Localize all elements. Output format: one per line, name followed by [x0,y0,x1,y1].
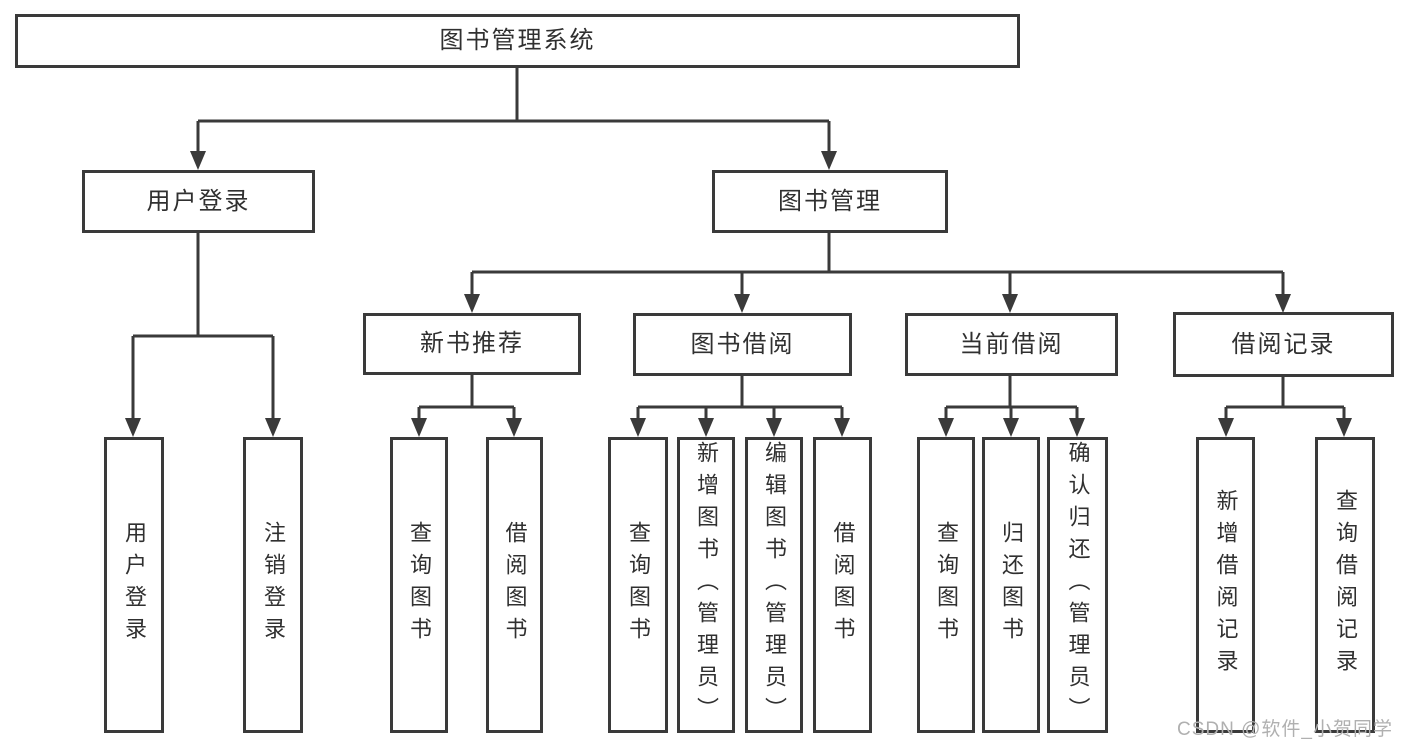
node-book-management: 图书管理 [712,170,948,233]
leaf-bb-borrow-books: 借阅图书 [813,437,872,733]
leaf-nbr-query-books: 查询图书 [390,437,448,733]
node-user-login: 用户登录 [82,170,315,233]
leaf-cb-return-books-label: 归还图书 [999,521,1024,649]
node-new-book-recommend: 新书推荐 [363,313,581,375]
leaf-cb-query-books: 查询图书 [917,437,975,733]
connector-user-login-children [125,233,281,437]
connector-book-borrow-children [630,375,850,437]
leaf-cb-return-books: 归还图书 [982,437,1040,733]
leaf-br-query-record: 查询借阅记录 [1315,437,1375,733]
leaf-br-add-record: 新增借阅记录 [1196,437,1255,733]
leaf-logout-label: 注销登录 [261,521,286,649]
leaf-bb-add-books-admin: 新增图书（管理员） [677,437,735,733]
leaf-user-login: 用户登录 [104,437,164,733]
connector-new-book-rec-children [411,375,522,437]
node-current-borrowing: 当前借阅 [905,313,1118,376]
leaf-cb-confirm-return-admin-label: 确认归还（管理员） [1065,441,1091,729]
leaf-br-add-record-label: 新增借阅记录 [1213,489,1239,681]
leaf-cb-query-books-label: 查询图书 [934,521,959,649]
connector-current-borrow-children [938,375,1085,437]
node-borrow-records: 借阅记录 [1173,312,1394,377]
connector-book-mgmt-children [464,233,1291,313]
leaf-bb-edit-books-admin-label: 编辑图书（管理员） [762,441,787,729]
leaf-bb-edit-books-admin: 编辑图书（管理员） [745,437,803,733]
leaf-bb-borrow-books-label: 借阅图书 [830,521,856,649]
leaf-bb-query-books: 查询图书 [608,437,668,733]
leaf-nbr-query-books-label: 查询图书 [407,521,432,649]
leaf-nbr-borrow-books: 借阅图书 [486,437,543,733]
leaf-nbr-borrow-books-label: 借阅图书 [502,521,528,649]
leaf-bb-query-books-label: 查询图书 [626,521,651,649]
connector-borrow-record-children [1218,375,1352,437]
leaf-user-login-label: 用户登录 [122,521,147,649]
leaf-logout: 注销登录 [243,437,303,733]
csdn-watermark: CSDN @软件_小贺同学 [1177,719,1393,740]
leaf-bb-add-books-admin-label: 新增图书（管理员） [694,441,719,729]
node-root: 图书管理系统 [15,14,1020,68]
connector-root-to-level2 [190,68,837,170]
leaf-cb-confirm-return-admin: 确认归还（管理员） [1047,437,1108,733]
node-book-borrowing: 图书借阅 [633,313,852,376]
leaf-br-query-record-label: 查询借阅记录 [1333,489,1358,681]
